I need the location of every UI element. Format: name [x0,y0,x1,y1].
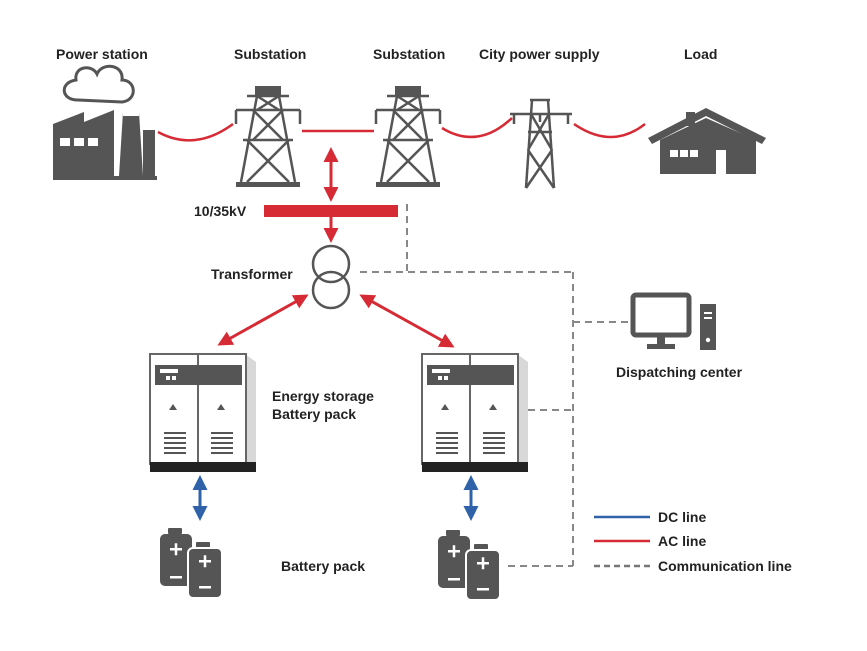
substation-tower-icon-1 [234,86,302,187]
legend-label-ac: AC line [658,533,707,549]
communication-lines [360,204,630,567]
city-pylon-icon [510,98,572,189]
legend-label-dc: DC line [658,509,707,525]
house-icon [648,108,766,174]
ac-line-station-substation [157,122,234,142]
ac-line-city-load [573,122,646,139]
ac-arrow-transformer-cabinet-2 [359,294,455,348]
label-battery-pack: Battery pack [281,558,366,574]
label-transformer: Transformer [211,266,293,282]
label-city-power-supply: City power supply [479,46,600,62]
transformer-icon [311,244,351,310]
label-load: Load [684,46,718,62]
substation-tower-icon-2 [374,86,442,187]
label-busbar-voltage: 10/35kV [194,203,247,219]
label-dispatching-center: Dispatching center [616,364,743,380]
ac-arrow-transformer-cabinet-1 [217,294,309,346]
computer-icon [630,292,716,350]
label-energy-storage: Energy storage [272,388,374,404]
label-power-station: Power station [56,46,148,62]
label-substation-1: Substation [234,46,307,62]
label-energy-storage-battery-pack: Battery pack [272,406,357,422]
busbar [264,205,398,217]
battery-icon-2 [438,530,501,601]
power-station-icon [53,64,157,180]
ac-line-substation-city [441,117,513,139]
battery-icon-1 [160,528,223,599]
energy-storage-cabinet-icon-1 [149,353,256,472]
legend-label-communication: Communication line [658,558,792,574]
energy-storage-cabinet-icon-2 [421,353,528,472]
label-substation-2: Substation [373,46,446,62]
